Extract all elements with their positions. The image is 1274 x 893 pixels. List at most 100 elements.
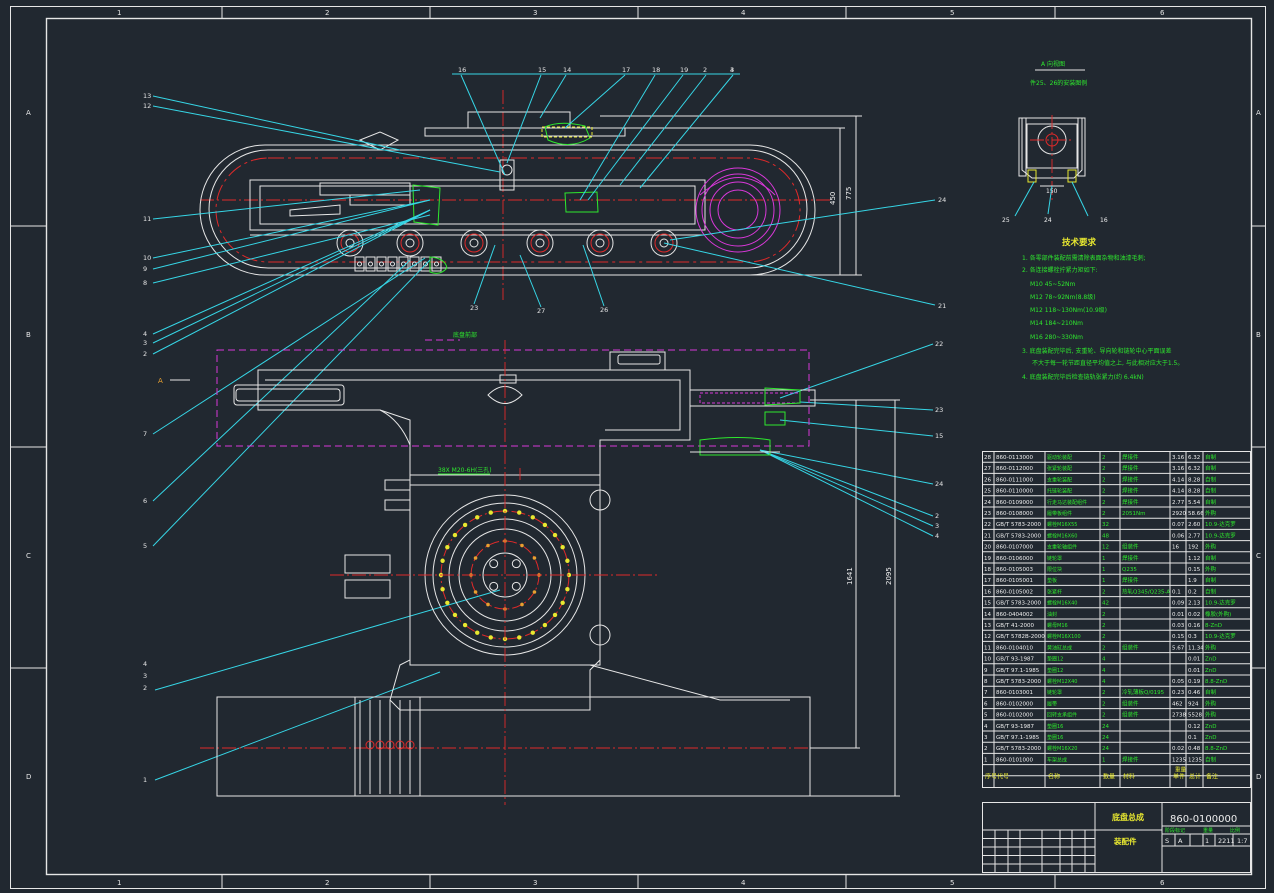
bom-cell: 6	[984, 701, 988, 707]
bom-cell: 组装件	[1122, 643, 1139, 651]
zone-col-bottom: 1	[117, 879, 121, 887]
dimension-lines-elevation	[810, 399, 900, 797]
bom-cell: 0.15	[1172, 634, 1185, 640]
bom-cell: 0.23	[1172, 690, 1185, 696]
scale-value: 1:7	[1237, 837, 1247, 845]
bom-cell: 16	[1172, 545, 1179, 551]
detail-title: A 向视图	[1041, 60, 1065, 68]
tech-line: 2. 各连接螺栓拧紧力矩如下:	[1022, 266, 1098, 274]
bom-header-cell: 数量	[1103, 773, 1115, 781]
balloon-top: 14	[563, 66, 571, 74]
tech-line: 3. 底盘装配完毕后, 支重轮、导向轮和链轮中心平面误差	[1022, 347, 1171, 355]
bom-cell: 2	[1102, 690, 1106, 696]
bom-cell: 外购	[1205, 643, 1217, 651]
bom-cell: 自制	[1205, 487, 1217, 495]
bom-cell: ZnD	[1205, 657, 1217, 663]
bom-cell: 860-0105003	[996, 567, 1033, 573]
leader-lines	[152, 73, 936, 781]
bom-cell: 焊接件	[1122, 475, 1139, 483]
bom-cell: 13	[984, 623, 991, 629]
bom-cell: 自制	[1205, 453, 1217, 461]
bom-cell: 螺栓M16X20	[1047, 745, 1077, 752]
bom-cell: 860-0109000	[996, 500, 1033, 506]
frame-ticks	[10, 6, 1265, 888]
bom-cell: GB/T 5782B-2000	[996, 634, 1045, 640]
bom-cell: 焊接件	[1122, 498, 1139, 506]
bom-cell: 2.77	[1188, 533, 1201, 539]
bom-cell: 张紧杆	[1047, 588, 1062, 595]
bom-cell: 3	[984, 735, 988, 741]
balloon-top: 2	[703, 66, 707, 74]
detail-view-a: A 向视图 件25、26的安装图例 150 25 24 16	[1002, 60, 1108, 224]
bom-cell: 860-0102000	[996, 701, 1033, 707]
bom-cell: 860-0106000	[996, 556, 1033, 562]
bom-cell: 860-0102000	[996, 713, 1033, 719]
zone-col-top: 2	[325, 9, 329, 17]
bom-grid	[982, 451, 1251, 788]
bom-cell: 0.46	[1188, 690, 1201, 696]
bom-cell: 23	[984, 511, 991, 517]
bom-cell: 2.77	[1172, 500, 1185, 506]
balloon-bottom: 26	[600, 306, 608, 314]
zone-row-left: D	[26, 773, 31, 781]
bom-cell: 24	[1102, 724, 1109, 730]
scale-value: 1	[1205, 837, 1209, 845]
bom-cell: 链轮罩	[1047, 555, 1062, 562]
bom-cell: 8	[984, 679, 988, 685]
bom-cell: 0.03	[1172, 623, 1185, 629]
balloon-elev-right: 22	[935, 340, 943, 348]
bom-cell: 5.54	[1188, 500, 1201, 506]
bom-header-cell: 代号	[997, 773, 1009, 781]
bom-cell: 24	[984, 500, 991, 506]
zone-row-left: C	[26, 552, 31, 560]
view-a-marker: A	[158, 377, 163, 385]
balloon-left: 6	[143, 497, 147, 505]
bom-cell: 2	[984, 746, 988, 752]
bom-header-weight: 重量	[1175, 766, 1187, 774]
bom-cell: 19	[984, 556, 991, 562]
bom-cell: 860-0110000	[996, 489, 1033, 495]
bom-cell: 42	[1102, 601, 1109, 607]
bom-cell: Q235	[1122, 567, 1137, 573]
bom-cell: 20	[984, 545, 991, 551]
bom-cell: GB/T 93-1987	[996, 657, 1034, 663]
bom-cell: 行走马达装配组件	[1047, 499, 1087, 506]
bom-cell: 螺栓M16X60	[1047, 532, 1077, 539]
zone-row-right: B	[1256, 331, 1261, 339]
bom-cell: 14	[984, 612, 991, 618]
scale-label: 比例	[1230, 827, 1240, 834]
zone-row-left: B	[26, 331, 31, 339]
bom-cell: 垫圈12	[1047, 667, 1063, 674]
balloon-elev-left: 2	[143, 684, 147, 692]
bom-cell: 24	[1102, 735, 1109, 741]
bom-cell: 支重轮轴组件	[1047, 544, 1077, 551]
bom-cell: 螺栓M16X100	[1047, 633, 1081, 640]
balloon-left: 10	[143, 254, 151, 262]
detail-balloon-16: 16	[1100, 217, 1108, 224]
bom-cell: 组装件	[1122, 711, 1139, 719]
bom-cell: 11.34	[1188, 645, 1204, 651]
bom-cell: 回转支承组件	[1047, 712, 1077, 719]
bom-cell: ZnD	[1205, 735, 1217, 741]
zone-row-left: A	[26, 109, 31, 117]
bom-cell: 2.13	[1188, 601, 1201, 607]
bom-cell: 4	[1102, 668, 1106, 674]
bolt-spec-label: 38X M20-6H(三孔)	[438, 466, 492, 474]
slew-ring-bolt-holes	[438, 508, 572, 642]
zone-col-top: 3	[533, 9, 537, 17]
bom-cell: GB/T 97.1-1985	[996, 668, 1040, 674]
bom-header-cell: 材料	[1123, 773, 1135, 781]
bom-cell: 焊接件	[1122, 487, 1139, 495]
bom-cell: 3.16	[1172, 455, 1185, 461]
bom-cell: 4	[1102, 679, 1106, 685]
bom-cell: 22	[984, 522, 991, 528]
bom-cell: 外购	[1205, 509, 1217, 517]
bom-cell: 860-0105001	[996, 578, 1033, 584]
bom-cell: 0.1	[1188, 735, 1197, 741]
bom-cell: 15	[984, 601, 991, 607]
bom-cell: 21	[984, 533, 991, 539]
bom-cell: 2	[1102, 634, 1106, 640]
detail-balloon-25: 25	[1002, 217, 1010, 224]
